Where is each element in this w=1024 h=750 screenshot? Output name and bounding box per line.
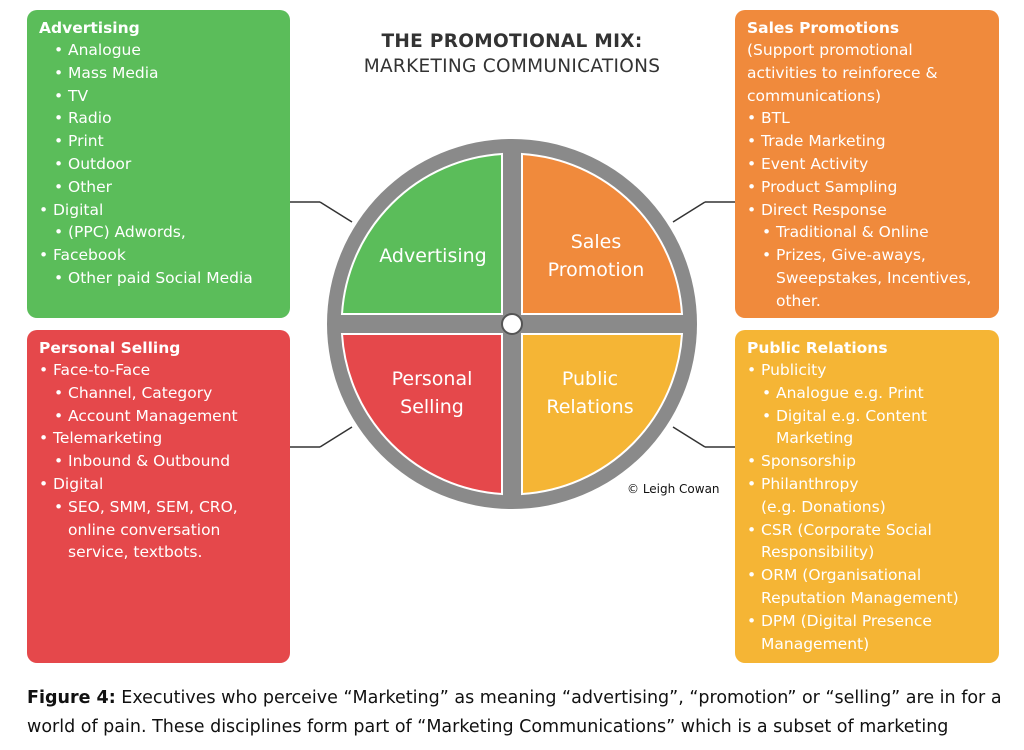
list-item: ORM (Organisational <box>747 564 987 587</box>
list-item: Outdoor <box>39 153 278 176</box>
box-title: Public Relations <box>747 339 888 357</box>
list-item: Digital <box>39 473 278 496</box>
public-relations-box: Public Relations PublicityAnalogue e.g. … <box>735 330 999 663</box>
list-item: (e.g. Donations) <box>761 497 886 516</box>
title-sub: MARKETING COMMUNICATIONS <box>363 56 661 77</box>
list-item: Mass Media <box>39 62 278 85</box>
caption-text: Executives who perceive “Marketing” as m… <box>27 688 1002 737</box>
segment-sales-promotion <box>521 152 684 315</box>
list-item: (PPC) Adwords, <box>39 221 278 244</box>
list-item: Responsibility) <box>761 543 875 562</box>
list-item: Telemarketing <box>39 427 278 450</box>
wheel-label-line: Relations <box>546 396 634 418</box>
caption-label: Figure 4: <box>27 688 116 708</box>
list-item: online conversation <box>68 520 221 539</box>
list-item: Other paid Social Media <box>39 267 278 290</box>
connector-sales-diag <box>672 201 706 223</box>
intro-line: (Support promotional <box>747 41 913 59</box>
list-item: DPM (Digital Presence <box>747 610 987 633</box>
list-item: CSR (Corporate Social <box>747 519 987 542</box>
connector-public-diag <box>672 426 706 448</box>
connector-personal-diag <box>319 426 353 448</box>
list-item: Reputation Management) <box>761 588 959 607</box>
list-item: Publicity <box>747 359 987 382</box>
list-item: TV <box>39 85 278 108</box>
list-item: Analogue e.g. Print <box>747 382 987 405</box>
list-item: service, textbots. <box>68 543 203 562</box>
wheel-label-line: Public <box>561 368 619 390</box>
intro-line: communications) <box>747 86 881 105</box>
wheel-label-line: Sales <box>570 231 622 253</box>
item-list: Face-to-FaceChannel, CategoryAccount Man… <box>39 359 278 564</box>
title-main: THE PROMOTIONAL MIX: <box>381 31 643 52</box>
list-item: Other <box>39 176 278 199</box>
copyright-notice: © Leigh Cowan <box>627 482 720 496</box>
box-title: Sales Promotions <box>747 19 900 37</box>
wheel-label-advertising: Advertising <box>379 245 487 267</box>
wheel-label-line: Personal <box>391 368 473 390</box>
list-item: Facebook <box>39 244 278 267</box>
list-item: Prizes, Give-aways, <box>747 244 987 267</box>
intro-line: activities to reinforece & <box>747 63 938 82</box>
list-item: Channel, Category <box>39 382 278 405</box>
list-item: Direct Response <box>747 199 987 222</box>
wheel-label-public-relations: Public Relations <box>520 365 660 421</box>
list-item: Traditional & Online <box>747 221 987 244</box>
segment-public-relations <box>521 333 684 496</box>
item-list: AnalogueMass MediaTVRadioPrintOutdoorOth… <box>39 39 278 290</box>
list-item: Inbound & Outbound <box>39 450 278 473</box>
wheel-label-sales-promotion: Sales Promotion <box>524 228 668 284</box>
wheel-label-personal-selling: Personal Selling <box>362 365 502 421</box>
wheel-hub <box>501 313 523 335</box>
wheel-label-line: Promotion <box>547 259 645 281</box>
list-item: Print <box>39 130 278 153</box>
sales-promotions-box: Sales Promotions (Support promotional ac… <box>735 10 999 318</box>
list-item: Radio <box>39 107 278 130</box>
list-item: Digital e.g. Content <box>747 405 987 428</box>
list-item: Marketing <box>776 429 854 448</box>
list-item: Digital <box>39 199 278 222</box>
list-item: Philanthropy <box>747 473 987 496</box>
list-item: Face-to-Face <box>39 359 278 382</box>
list-item: Account Management <box>39 405 278 428</box>
figure-caption: Figure 4: Executives who perceive “Marke… <box>27 684 1007 742</box>
diagram-title: THE PROMOTIONAL MIX: MARKETING COMMUNICA… <box>300 30 724 80</box>
list-item: BTL <box>747 107 987 130</box>
connector-advertising-diag <box>319 201 353 223</box>
list-item: Trade Marketing <box>747 130 987 153</box>
item-list: BTLTrade MarketingEvent ActivityProduct … <box>747 107 987 312</box>
list-item: Product Sampling <box>747 176 987 199</box>
segment-advertising <box>340 152 503 315</box>
list-item: other. <box>776 291 821 310</box>
list-item: SEO, SMM, SEM, CRO, <box>39 496 278 519</box>
box-title: Advertising <box>39 19 140 37</box>
personal-selling-box: Personal Selling Face-to-FaceChannel, Ca… <box>27 330 290 663</box>
list-item: Event Activity <box>747 153 987 176</box>
item-list: PublicityAnalogue e.g. PrintDigital e.g.… <box>747 359 987 655</box>
list-item: Management) <box>761 634 870 653</box>
list-item: Sweepstakes, Incentives, <box>776 268 972 287</box>
list-item: Analogue <box>39 39 278 62</box>
advertising-box: Advertising AnalogueMass MediaTVRadioPri… <box>27 10 290 318</box>
box-title: Personal Selling <box>39 339 181 357</box>
wheel-label-line: Selling <box>400 396 464 418</box>
list-item: Sponsorship <box>747 450 987 473</box>
segment-personal-selling <box>340 333 503 496</box>
